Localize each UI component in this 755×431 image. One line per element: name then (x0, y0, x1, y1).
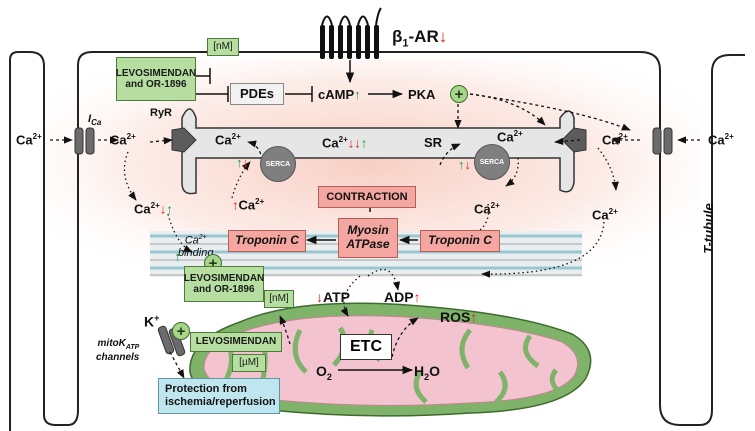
ca-outside-right: Ca2+ (708, 132, 734, 148)
sarcoplasmic-reticulum (181, 108, 575, 195)
binding-up-arrow: ↑ (174, 250, 181, 263)
activation-plus-icon-mito: + (172, 322, 190, 340)
troponin-c-box-left: Troponin C (228, 230, 306, 252)
levosimendan-box-mito: LEVOSIMENDAN (190, 332, 282, 352)
drug-name-2: and OR-1896 (125, 79, 187, 90)
o2-label: O2 (316, 363, 332, 382)
contraction-box: CONTRACTION (318, 186, 416, 208)
concentration-tag-mito: [µM] (232, 354, 266, 372)
levosimendan-box-mid: LEVOSIMENDAN and OR-1896 (184, 266, 264, 302)
l-type-channel-left (74, 127, 95, 155)
down-arrow-icon: ↓ (354, 135, 361, 151)
ca-binding-label: Ca2+ binding (178, 234, 214, 259)
l-type-channel-right (652, 127, 673, 155)
pdes-box: PDEs (230, 83, 284, 105)
up-arrow-icon: ↑ (236, 155, 243, 170)
ros-label: ROS↑ (440, 309, 478, 325)
k-ion-label: K+ (144, 313, 160, 330)
ca-cytosol-left: Ca2+ (110, 132, 136, 148)
sarcolemma (9, 51, 745, 426)
down-arrow-icon: ↓ (242, 155, 250, 170)
down-arrow-icon: ↓ (438, 27, 448, 46)
down-arrow-icon: ↓ (464, 157, 472, 172)
down-arrow-icon: ↓ (159, 201, 167, 217)
levosimendan-box-top: LEVOSIMENDAN and OR-1896 (116, 57, 196, 101)
ica-main: I (88, 113, 92, 125)
etc-box: ETC (340, 334, 392, 360)
beta-subscript: 1 (402, 37, 409, 50)
camp-label: cAMP↑ (318, 88, 361, 101)
activation-plus-icon: + (450, 85, 468, 103)
up-arrow-icon: ↑ (360, 135, 368, 151)
beta1-ar-label: β1-AR↓ (392, 28, 447, 49)
camp-text: cAMP (318, 87, 355, 102)
ica-sub: Ca (91, 118, 102, 128)
pka-label: PKA (408, 87, 436, 102)
ca-reuptake-right: Ca2+ (474, 201, 500, 217)
concentration-tag-top: [nM] (207, 38, 239, 56)
atp-label: ↓ATP (316, 289, 350, 305)
up-arrow-icon: ↑ (413, 289, 421, 305)
up-arrow-icon: ↑ (166, 201, 173, 217)
serca-pump-right: SERCA (474, 144, 510, 180)
ryr-label: RyR (150, 107, 173, 119)
serca-pump-left: SERCA (260, 146, 296, 182)
concentration-tag-mid: [nM] (264, 290, 294, 308)
ca-near-serca-left: Ca2+ (215, 132, 241, 148)
beta1-receptor (320, 7, 382, 59)
beta-symbol: β (392, 27, 403, 46)
sr-label: SR (424, 135, 443, 150)
up-arrow-icon: ↑ (458, 157, 465, 172)
drug-name: LEVOSIMENDAN (115, 67, 197, 79)
up-arrow-icon: ↑ (470, 309, 478, 325)
myosin-atpase-box: Myosin ATPase (338, 218, 398, 258)
down-arrow-icon: ↓ (347, 135, 355, 151)
t-tubule-label: T-tubule (700, 203, 716, 254)
ca-efflux-right: Ca2+ (592, 207, 618, 223)
ca-sr-lumen: Ca2+↓↓↑ (322, 135, 368, 151)
mitokatp-label: mitoKATP channels (96, 338, 140, 364)
ar-suffix: -AR (408, 27, 439, 46)
ryr-left (171, 127, 197, 153)
up-arrow-icon: ↑ (174, 249, 181, 264)
serca-left-arrows: ↑↓ (236, 156, 249, 169)
ca-near-serca-right: Ca2+ (497, 129, 523, 145)
h2o-label: H2O (414, 363, 441, 382)
ca-cytosol-right: Ca2+ (602, 132, 628, 148)
up-arrow-icon: ↑ (354, 87, 361, 102)
ca-reuptake-left: ↑Ca2+ (232, 197, 265, 213)
ca-released-left: Ca2+↓↑ (134, 201, 173, 217)
ica-label: ICa (88, 114, 101, 127)
up-arrow-icon: ↑ (232, 197, 239, 213)
adp-label: ADP↑ (384, 289, 421, 305)
down-arrow-icon: ↓ (316, 289, 323, 305)
ryr-right (561, 127, 587, 153)
ca-outside-left: Ca2+ (16, 132, 42, 148)
protection-box: Protection from ischemia/reperfusion (158, 378, 280, 414)
troponin-c-box-right: Troponin C (420, 230, 500, 252)
serca-right-arrows: ↑↓ (458, 158, 471, 171)
